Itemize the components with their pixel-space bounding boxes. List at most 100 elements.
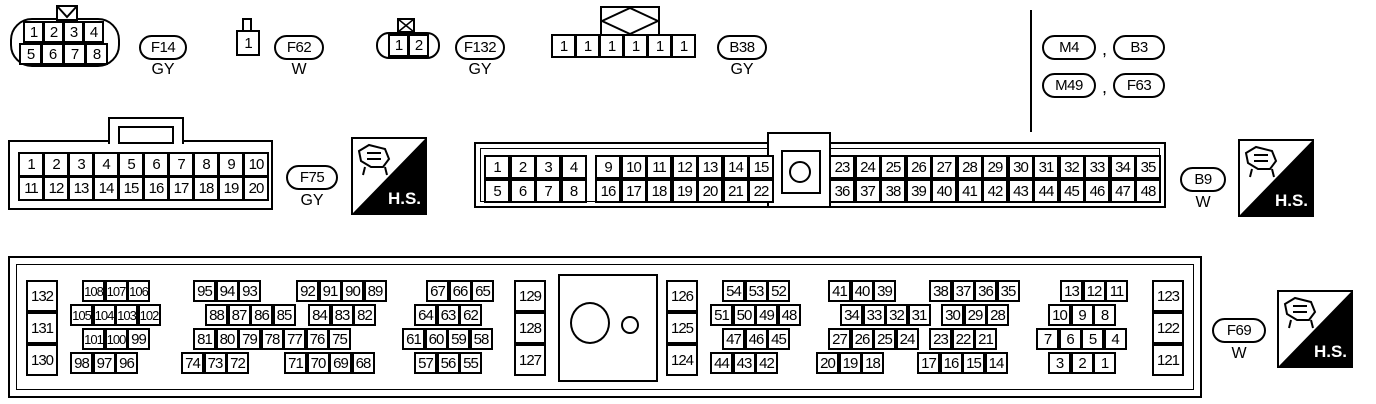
pin: 17 [620,179,647,203]
pin: 94 [215,280,239,302]
pin: 20 [697,179,723,203]
pin: 3 [535,155,561,179]
pin: 105 [70,304,93,326]
pin: 2 [1070,352,1094,374]
pin: 1 [18,152,44,177]
connector-id-f75: F75 [286,165,338,190]
f14-key-icon [56,5,78,21]
f69-center-hole-small [621,316,639,334]
pin: 71 [284,352,307,374]
pin: 57 [414,352,437,374]
pin: 63 [436,304,460,326]
b38-key-icon [600,6,660,36]
pin: 41 [828,280,851,302]
pin: 16 [939,352,963,374]
pin: 34 [1109,155,1136,179]
pin: 125 [666,312,698,344]
pin: 35 [996,280,1020,302]
pin: 5 [118,152,144,177]
pin: 73 [203,352,227,374]
pin: 86 [250,304,273,326]
pin: 97 [92,352,116,374]
pin: 92 [296,280,319,302]
pin: 18 [861,352,884,374]
pin: 64 [414,304,437,326]
hs-label: H.S. [1274,191,1308,210]
pin: 42 [982,179,1008,203]
hs-label: H.S. [1313,342,1347,361]
pin: 101 [82,328,105,350]
pin: 24 [895,328,919,350]
connector-glyph-icon [1283,296,1317,329]
pin: 69 [329,352,352,374]
pin: 8 [193,152,219,177]
pin: 60 [424,328,448,350]
pin: 9 [595,155,621,179]
pin: 107 [104,280,128,302]
pin: 1 [1093,352,1116,374]
pin: 98 [70,352,93,374]
pin: 23 [829,155,855,179]
pin: 121 [1152,344,1184,376]
pin: 18 [193,176,219,201]
pin: 88 [205,304,228,326]
connector-id-f14: F14 [139,35,187,60]
pin: 42 [755,352,778,374]
pin: 13 [68,176,94,201]
pin: 12 [671,155,698,179]
pin: 16 [595,179,621,203]
pin: 37 [854,179,881,203]
pin: 35 [1135,155,1161,179]
pin: 41 [956,179,983,203]
pin: 3 [63,21,84,43]
pin: 2 [43,152,69,177]
pin: 18 [646,179,672,203]
pin: 8 [85,43,108,65]
pin: 39 [873,280,896,302]
pin: 83 [330,304,354,326]
pin: 45 [1058,179,1085,203]
pin: 89 [363,280,387,302]
pin: 10 [1048,304,1071,326]
hs-badge-b9: H.S. [1238,139,1314,217]
pin: 2 [408,34,429,57]
reference-divider [1030,10,1032,132]
pin: 4 [560,155,587,179]
pin: 5 [1081,328,1104,350]
pin: 7 [1036,328,1059,350]
connector-id-f69: F69 [1212,318,1266,343]
pin: 47 [722,328,745,350]
pin: 52 [767,280,790,302]
pin: 32 [885,304,908,326]
pin: 23 [929,328,952,350]
pin: 8 [1093,304,1116,326]
pin: 37 [951,280,975,302]
pin: 26 [850,328,874,350]
pin: 1 [388,34,409,57]
pin: 22 [748,179,774,203]
pin: 13 [1060,280,1083,302]
pin: 78 [260,328,284,350]
pin: 49 [755,304,778,326]
hs-badge-f69: H.S. [1277,290,1353,368]
wire-color-b38: GY [730,61,754,78]
pin: 17 [917,352,940,374]
pin: 6 [143,152,169,177]
reference-b3: B3 [1113,35,1165,60]
pin: 1 [599,34,624,58]
pin: 38 [929,280,952,302]
pin: 15 [748,155,774,179]
connector-id-b9: B9 [1180,167,1226,192]
connector-id-b38: B38 [717,35,767,60]
pin: 47 [1109,179,1136,203]
reference-f63: F63 [1113,73,1165,98]
reference-separator: , [1102,77,1108,97]
pin: 39 [905,179,932,203]
pin: 12 [43,176,69,201]
pin: 82 [353,304,376,326]
pin: 19 [671,179,698,203]
pin: 9 [1070,304,1094,326]
reference-m49: M49 [1042,73,1096,98]
pin: 14 [984,352,1008,374]
pin: 66 [448,280,472,302]
